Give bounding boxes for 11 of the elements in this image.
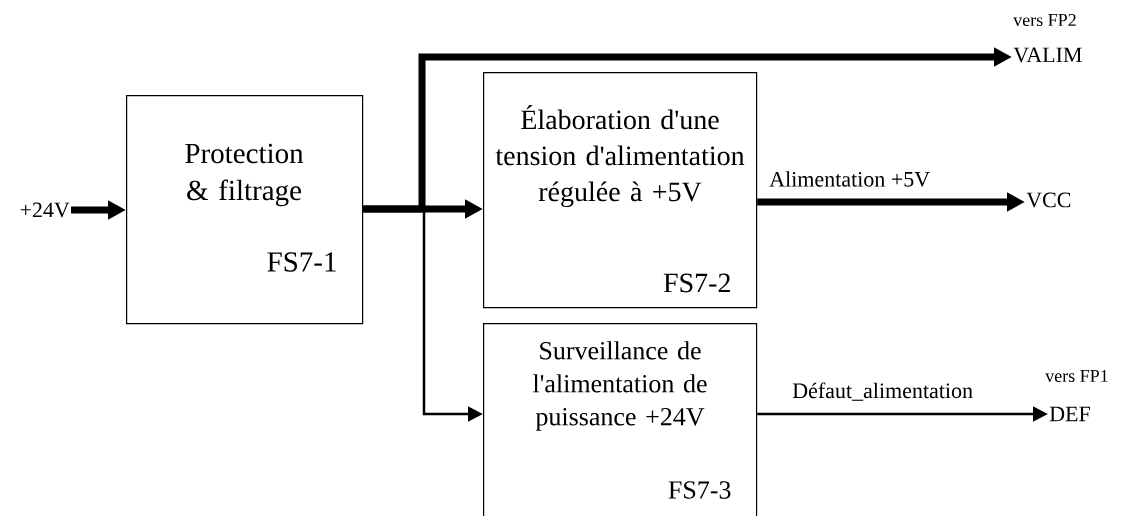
function-block: Protection & filtrage FS7-1 <box>126 95 364 325</box>
destination-note: vers FP1 <box>1045 369 1108 382</box>
signal-label: VALIM <box>1013 47 1082 63</box>
signal-label: DEF <box>1049 406 1090 422</box>
edge-label: Défaut_alimentation <box>792 382 973 401</box>
destination-note: vers FP2 <box>1013 13 1076 27</box>
signal-label: VCC <box>1026 192 1071 208</box>
signal-label: +24V <box>20 202 70 218</box>
edge-label: Alimentation +5V <box>769 171 930 187</box>
function-block: Élaboration d'une tension d'alimentation régulée à +5V FS7-2 <box>483 72 758 309</box>
function-block: Surveillance de l'alimentation de puissance +24V FS7-3 <box>483 323 758 516</box>
